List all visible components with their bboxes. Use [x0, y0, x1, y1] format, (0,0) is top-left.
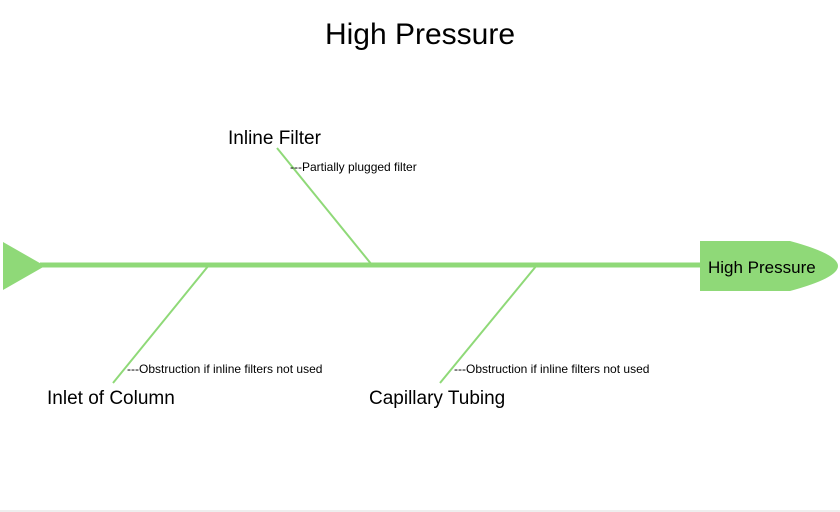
cause-label-inlet-of-column: ---Obstruction if inline filters not use…	[127, 362, 322, 376]
cause-label-capillary-tubing: ---Obstruction if inline filters not use…	[454, 362, 649, 376]
category-label-capillary-tubing: Capillary Tubing	[369, 388, 505, 409]
bone-capillary-tubing	[439, 264, 538, 384]
fishbone-tail	[3, 242, 45, 290]
category-label-inline-filter: Inline Filter	[228, 128, 322, 149]
bottom-divider	[0, 510, 840, 512]
diagram-title: High Pressure	[324, 18, 516, 51]
effect-label: High Pressure	[708, 258, 816, 277]
bone-inline-filter	[276, 147, 373, 266]
category-label-inlet-of-column: Inlet of Column	[47, 388, 175, 409]
bone-inlet-of-column	[112, 264, 210, 384]
cause-label-inline-filter: ---Partially plugged filter	[290, 160, 417, 174]
fishbone-head	[700, 241, 838, 291]
